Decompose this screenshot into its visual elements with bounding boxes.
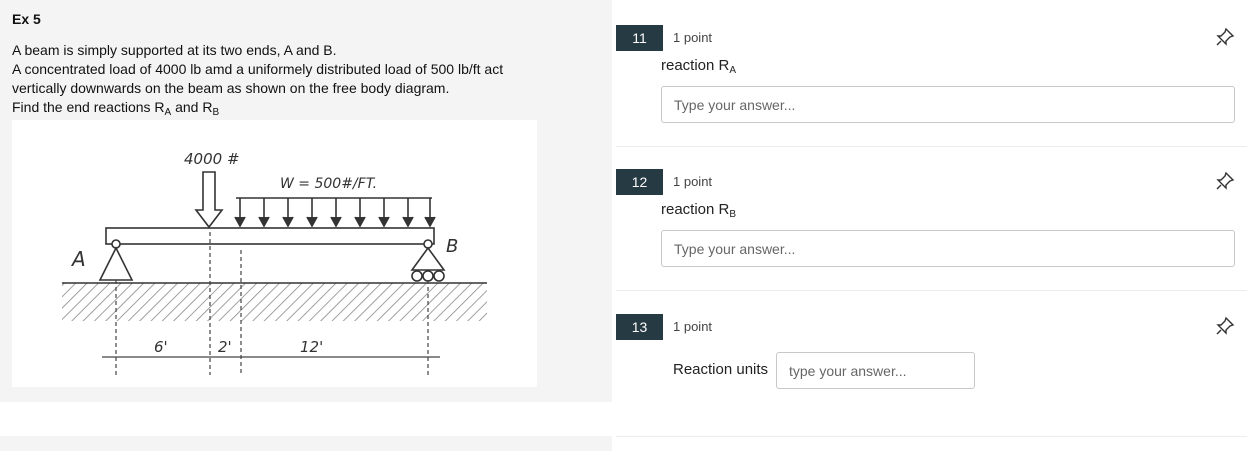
subscript: B <box>212 107 220 118</box>
dimension-label: 6' <box>154 338 168 356</box>
problem-line-text: Find the end reactions R <box>12 99 165 115</box>
pin-icon[interactable] <box>1215 171 1235 191</box>
question-number-badge: 11 <box>616 25 663 51</box>
support-a <box>98 239 134 281</box>
pin-icon[interactable] <box>1215 27 1235 47</box>
problem-line: Find the end reactions RA and RB <box>12 98 607 118</box>
free-body-diagram-svg: 4000 # W = 500#/FT. A B 6' 2' 12' <box>62 150 487 375</box>
question-label-text: reaction R <box>661 57 730 74</box>
problem-line: vertically downwards on the beam as show… <box>12 80 450 96</box>
udl-label: W = 500#/FT. <box>280 176 377 192</box>
units-input[interactable] <box>776 352 975 389</box>
support-a-label: A <box>70 247 86 271</box>
point-load-arrow <box>194 171 224 229</box>
question-label: reaction RA <box>661 57 737 76</box>
subscript: A <box>164 107 172 118</box>
problem-panel: Ex 5 A beam is simply supported at its t… <box>0 0 612 402</box>
question-11: 11 1 point reaction RA <box>616 25 1247 135</box>
question-12: 12 1 point reaction RB <box>616 169 1247 279</box>
ground-hatch <box>62 283 487 321</box>
subscript: A <box>729 65 737 76</box>
pin-icon[interactable] <box>1215 316 1235 336</box>
question-points: 1 point <box>673 30 713 45</box>
question-number-badge: 13 <box>616 314 663 340</box>
subscript: B <box>729 209 737 220</box>
question-divider <box>616 290 1247 291</box>
beam <box>105 227 435 245</box>
panel-footer-strip <box>0 436 612 451</box>
answer-input[interactable] <box>661 86 1235 123</box>
answer-input[interactable] <box>661 230 1235 267</box>
question-13: 13 1 point Reaction units <box>616 314 1247 414</box>
problem-statement: A beam is simply supported at its two en… <box>12 41 607 118</box>
units-label: Reaction units <box>673 361 769 378</box>
question-points: 1 point <box>673 174 713 189</box>
problem-line: A concentrated load of 4000 lb amd a uni… <box>12 61 504 77</box>
question-label: reaction RB <box>661 201 737 220</box>
distributed-load-arrows <box>234 197 436 228</box>
question-number-badge: 12 <box>616 169 663 195</box>
question-divider <box>616 146 1247 147</box>
dimension-label: 2' <box>218 338 232 356</box>
question-points: 1 point <box>673 319 713 334</box>
support-b <box>410 239 446 282</box>
free-body-diagram: 4000 # W = 500#/FT. A B 6' 2' 12' <box>12 120 537 387</box>
support-b-label: B <box>446 236 458 257</box>
question-divider <box>616 436 1247 437</box>
problem-line-text: and R <box>171 99 213 115</box>
dimension-label: 12' <box>300 338 323 356</box>
dimension-lines <box>115 232 429 375</box>
question-label-text: reaction R <box>661 201 730 218</box>
problem-line: A beam is simply supported at its two en… <box>12 42 337 58</box>
point-load-label: 4000 # <box>184 150 240 168</box>
problem-title: Ex 5 <box>12 11 41 27</box>
